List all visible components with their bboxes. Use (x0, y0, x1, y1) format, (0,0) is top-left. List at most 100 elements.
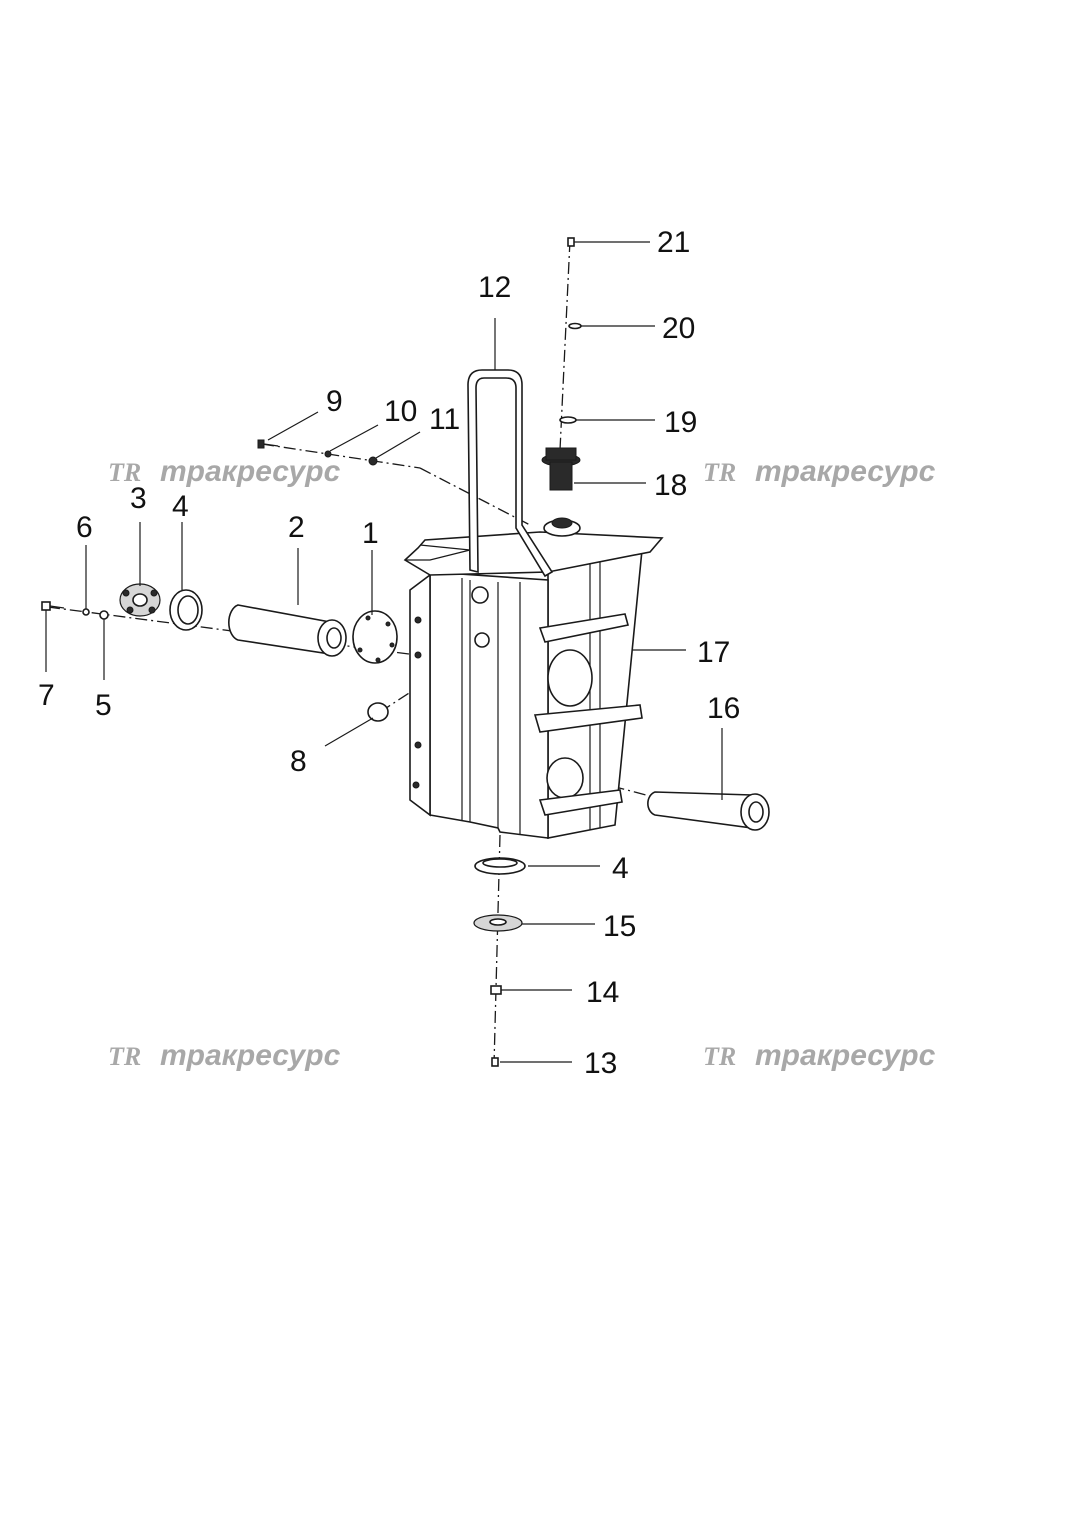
leader-11 (375, 431, 421, 459)
callout-6: 6 (76, 511, 93, 544)
filter-element-bore (326, 627, 342, 649)
seal-ring-inner (177, 595, 199, 625)
side-inspection-cover (546, 757, 584, 799)
sleeve-14 (490, 985, 502, 995)
callout-7: 7 (38, 679, 55, 712)
callout-9: 9 (326, 385, 343, 418)
nut-11 (368, 456, 378, 466)
watermark-bottom-left: TR тракресурс (108, 1039, 341, 1072)
flange-cover-hole (132, 593, 148, 607)
gasket-plate-body (352, 610, 398, 664)
callout-13: 13 (584, 1047, 617, 1080)
callout-5: 5 (95, 689, 112, 722)
watermark-logo: TR (703, 458, 736, 487)
top-washer-20 (568, 322, 582, 330)
callout-12: 12 (478, 271, 511, 304)
side-inspection-cover (547, 649, 593, 707)
leader-10 (329, 424, 379, 452)
callout-21: 21 (657, 226, 690, 259)
bolt-hole (412, 781, 420, 789)
bolt-hole (414, 616, 422, 624)
bolt-head (41, 601, 51, 611)
step-plate (533, 704, 643, 733)
filter-element-16 (647, 791, 770, 831)
gasket-plate-1 (352, 610, 398, 664)
callout-labels: 1 2 3 4 4 5 6 7 8 9 10 11 12 13 14 15 16… (38, 226, 740, 1080)
filler-neck-thread (551, 517, 573, 529)
breather-element (549, 461, 573, 491)
watermark-text: тракресурс (755, 455, 936, 488)
tank-lid-edge (405, 544, 471, 561)
bolt-axis (261, 443, 421, 469)
watermark-bottom-right: TR тракресурс (703, 1039, 936, 1072)
filter-element-2 (228, 604, 347, 657)
tank-port (474, 632, 490, 648)
washer-10 (324, 450, 332, 458)
drain-plug-13 (491, 1057, 499, 1067)
hydraulic-tank (403, 517, 664, 839)
gasket-hole (375, 657, 381, 663)
callout-15: 15 (603, 910, 636, 943)
flange-cover-bolt (150, 589, 158, 597)
handle-tube (467, 369, 554, 578)
seal-ring-4-bottom (474, 857, 526, 875)
handle-bar (467, 369, 554, 578)
callout-3: 3 (130, 482, 147, 515)
bolt-7 (41, 601, 65, 611)
bolt-shank (263, 443, 279, 447)
tank-left-flange (409, 573, 431, 817)
washer-5 (99, 610, 109, 620)
breather-filter (541, 447, 581, 491)
gasket-hole (365, 615, 371, 621)
bolt-hole (414, 651, 422, 659)
tank-front-face (429, 571, 549, 839)
bolt-shank (49, 605, 65, 609)
filter-element-bore (748, 801, 764, 823)
callout-1: 1 (362, 517, 379, 550)
watermark-top-right: TR тракресурс (703, 455, 936, 488)
gasket-hole (389, 642, 395, 648)
flange-cover-bolt (122, 589, 130, 597)
bolt-head (257, 439, 265, 449)
callout-20: 20 (662, 312, 695, 345)
watermark-text: тракресурс (755, 1039, 936, 1072)
bolt-9 (257, 439, 279, 449)
watermark-text: тракресурс (160, 455, 341, 488)
callout-16: 16 (707, 692, 740, 725)
watermark-logo: TR (108, 1042, 141, 1071)
watermark-top-left: TR тракресурс (108, 455, 341, 488)
callout-10: 10 (384, 395, 417, 428)
left-assembly-axis (47, 606, 471, 663)
seal-ring-4-left (169, 589, 203, 631)
callout-2: 2 (288, 511, 305, 544)
flange-cover-hole (489, 918, 507, 926)
callout-19: 19 (664, 406, 697, 439)
callout-17: 17 (697, 636, 730, 669)
callout-8: 8 (290, 745, 307, 778)
gasket-hole (385, 621, 391, 627)
callout-14: 14 (586, 976, 619, 1009)
top-screw-21 (567, 237, 575, 247)
flange-cover-15 (473, 914, 523, 932)
leader-9 (267, 411, 319, 441)
callout-11: 11 (429, 403, 460, 436)
step-plate (538, 789, 623, 816)
watermark-logo: TR (703, 1042, 736, 1071)
washer-6 (82, 608, 90, 616)
seal-ring-inner (482, 858, 518, 868)
watermark-logo: TR (108, 458, 141, 487)
flange-cover-3 (119, 583, 161, 617)
callout-4-bottom: 4 (612, 852, 629, 885)
bolt-hole (414, 741, 422, 749)
plug-8 (367, 702, 389, 722)
watermark-text: тракресурс (160, 1039, 341, 1072)
leader-8 (324, 717, 374, 747)
flange-cover-bolt (148, 606, 156, 614)
step-plate (538, 613, 629, 643)
gasket-hole (357, 647, 363, 653)
leader-lines (45, 241, 723, 1063)
top-washer-19 (559, 416, 577, 424)
flange-cover-bolt (126, 606, 134, 614)
callout-4-left: 4 (172, 490, 189, 523)
